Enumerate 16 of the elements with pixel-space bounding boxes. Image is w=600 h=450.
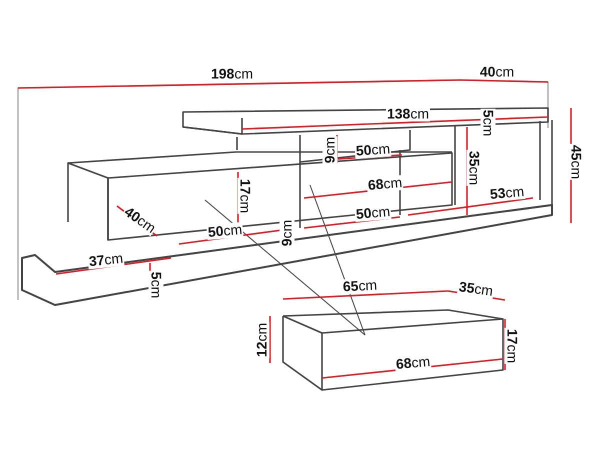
dimension-label: 9cm <box>322 136 338 164</box>
dimension-label: 5cm <box>148 270 164 300</box>
dimension-label: 9cm <box>280 218 294 248</box>
dimension-label: 198cm <box>210 66 254 82</box>
dimension-label: 138cm <box>386 106 430 122</box>
dimension-label: 40cm <box>478 64 516 80</box>
dimension-label: 12cm <box>254 322 270 358</box>
dimension-label: 45cm <box>568 144 584 180</box>
dimension-label: 17cm <box>504 328 520 364</box>
dimension-label: 35cm <box>457 279 495 299</box>
dimension-label: 5cm <box>480 108 496 138</box>
dimension-label: 17cm <box>238 178 252 214</box>
dimension-label: 35cm <box>466 150 482 186</box>
dimension-label: 50cm <box>206 222 244 240</box>
dimension-label: 65cm <box>342 278 378 294</box>
dimension-label: 68cm <box>366 174 404 194</box>
